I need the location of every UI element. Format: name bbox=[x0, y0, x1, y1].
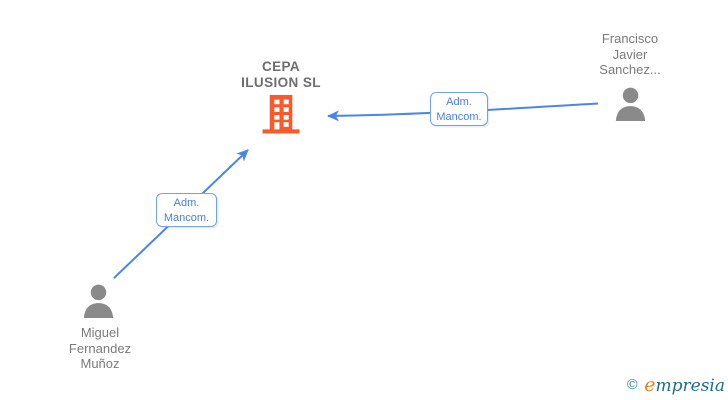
person-name-line-3: Sanchez... bbox=[599, 62, 661, 77]
edge-label-line-1: Adm. bbox=[173, 197, 200, 209]
person-name-line-2: Fernandez bbox=[68, 340, 132, 356]
person-node-name-miguel[interactable]: Miguel Fernandez Muñoz bbox=[69, 325, 131, 372]
edge-label-line-1: Adm. bbox=[446, 96, 472, 108]
person-name-line-1: Miguel bbox=[80, 325, 120, 340]
edge-label-line-2: Mancom. bbox=[436, 111, 482, 123]
company-node-name[interactable]: CEPA ILUSION SL bbox=[241, 59, 321, 91]
copyright-icon: © bbox=[625, 377, 640, 393]
edge-label-adm-mancom-miguel: Adm. Mancom. bbox=[156, 193, 217, 227]
company-node-icon[interactable] bbox=[260, 95, 302, 134]
logo-brand-initial: e bbox=[644, 374, 656, 396]
company-name-line-2: ILUSION SL bbox=[241, 75, 321, 90]
person-icon bbox=[615, 87, 646, 121]
person-node-name-francisco[interactable]: Francisco Javier Sanchez... bbox=[599, 31, 660, 78]
edge-label-line-2: Mancom. bbox=[163, 212, 210, 224]
person-name-line-2: Javier bbox=[612, 46, 648, 62]
logo-brand-rest: mpresia bbox=[655, 376, 726, 396]
edge-label-adm-mancom-francisco: Adm. Mancom. bbox=[430, 92, 488, 126]
company-name-line-1: CEPA bbox=[261, 59, 301, 74]
company-building-icon bbox=[262, 95, 300, 134]
person-name-line-1: Francisco bbox=[601, 31, 659, 46]
empresia-logo[interactable]: ©empresia bbox=[625, 374, 725, 396]
person-icon bbox=[83, 284, 114, 318]
person-node-icon-francisco[interactable] bbox=[612, 87, 649, 121]
person-name-line-3: Muñoz bbox=[80, 356, 120, 371]
person-node-icon-miguel[interactable] bbox=[80, 284, 117, 318]
